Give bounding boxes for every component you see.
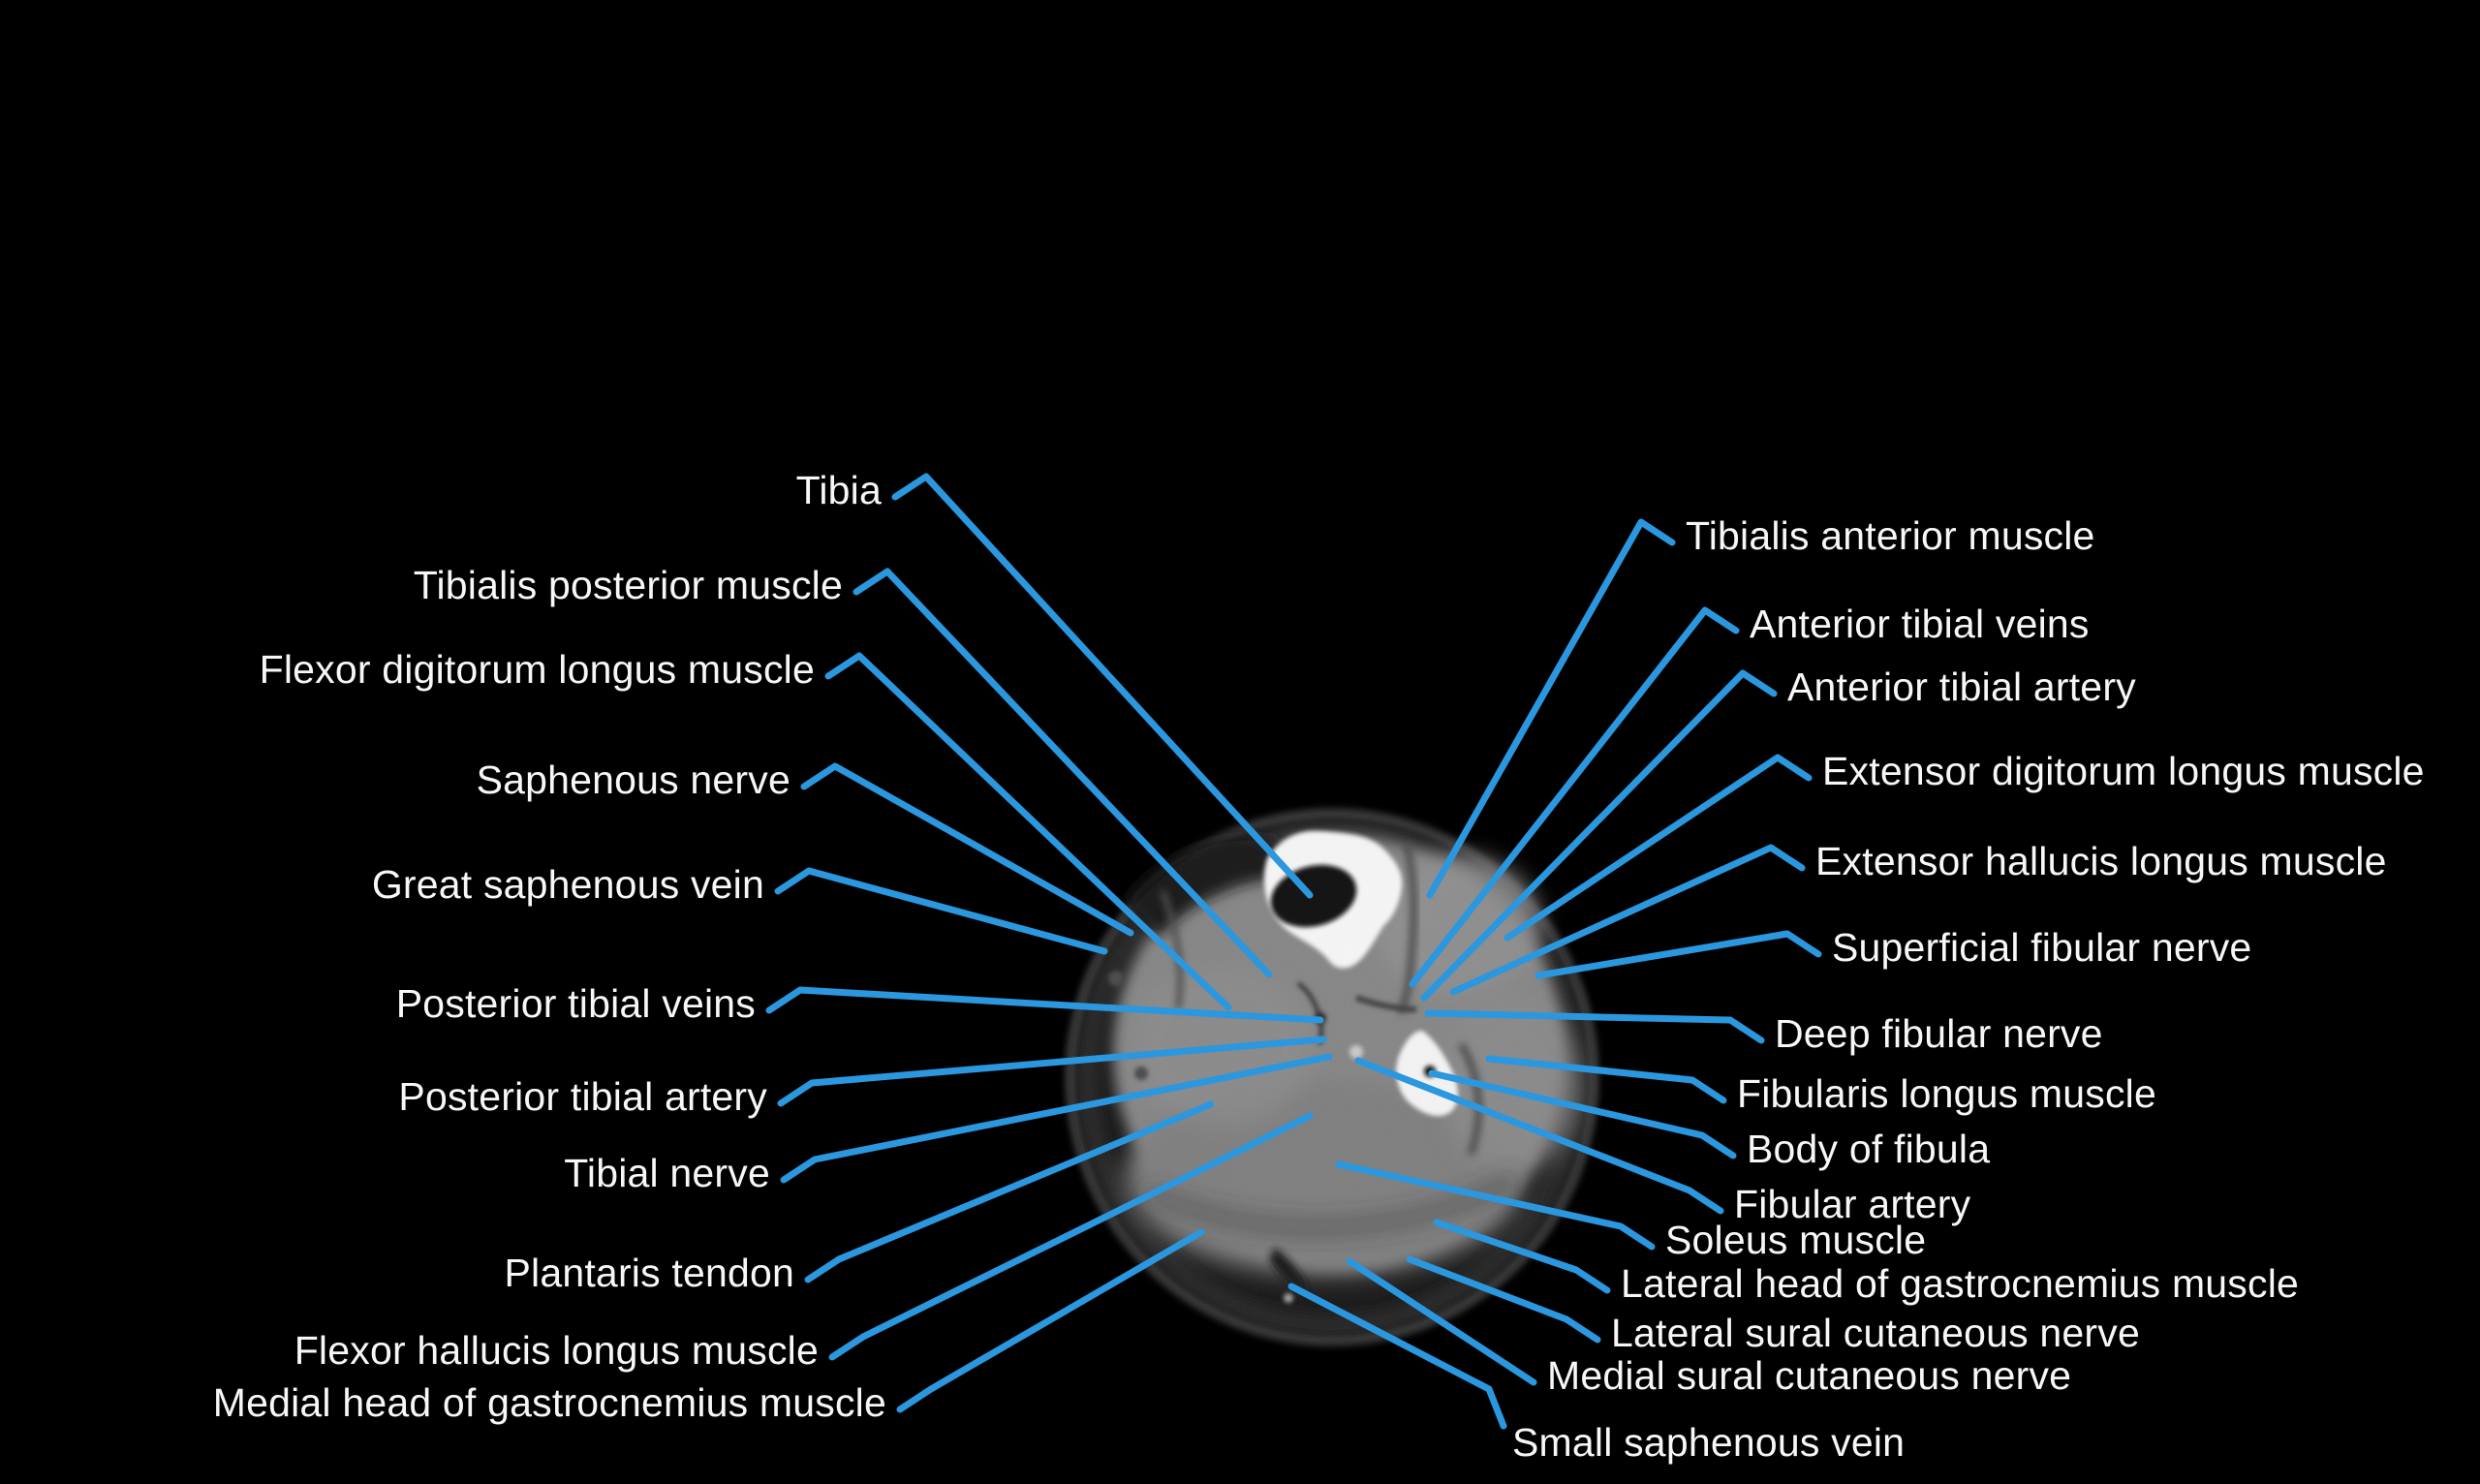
ct-cross-section-image	[1067, 810, 1597, 1345]
